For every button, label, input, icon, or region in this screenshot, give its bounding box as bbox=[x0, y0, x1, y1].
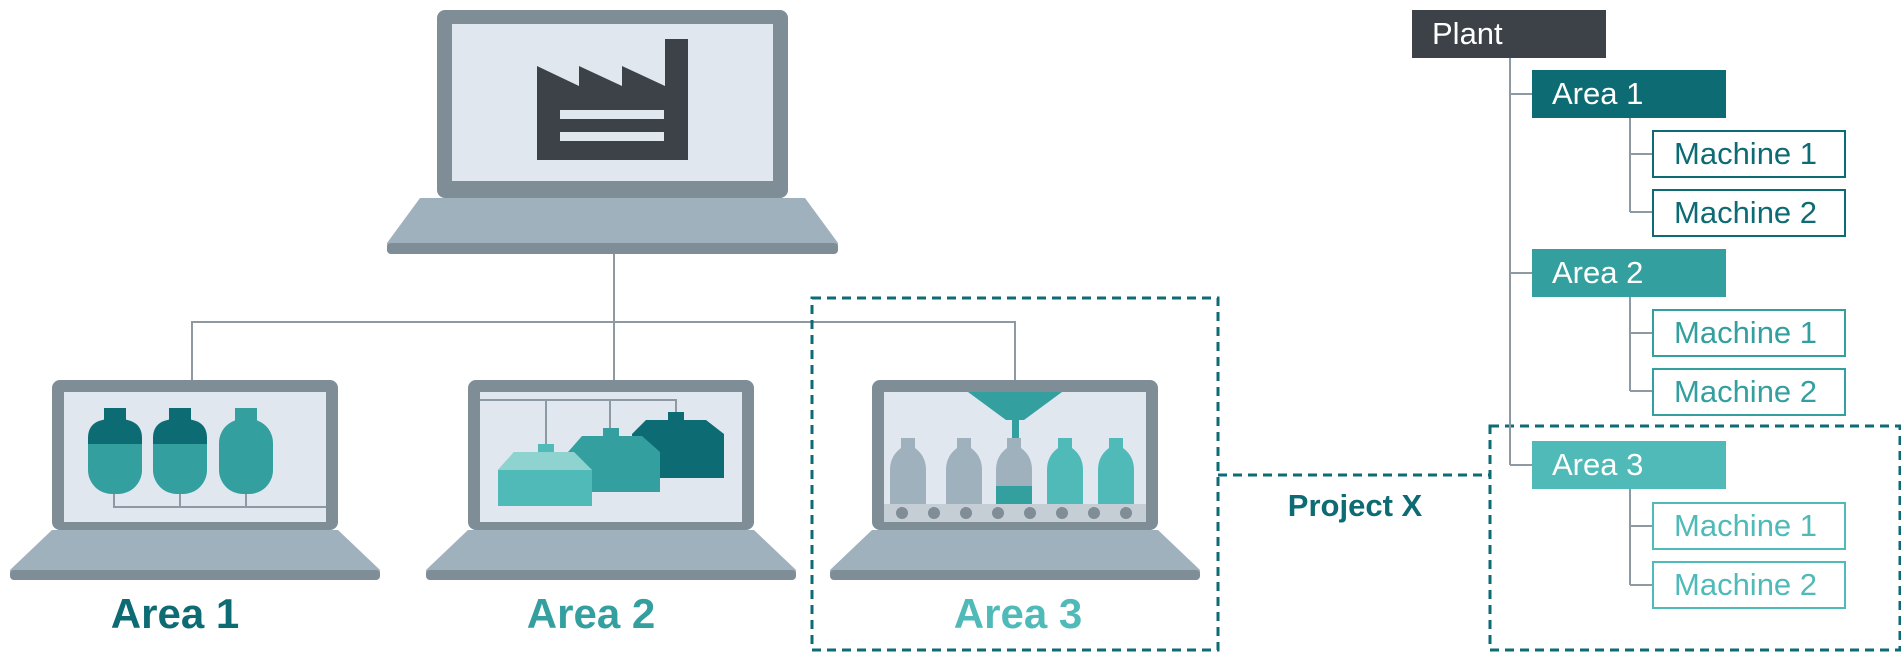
tree-area1-machine1-node: Machine 1 bbox=[1652, 130, 1846, 178]
tree-area3-node: Area 3 bbox=[1532, 441, 1726, 489]
area3-label: Area 3 bbox=[953, 590, 1083, 637]
tree-area3-machine2-node: Machine 2 bbox=[1652, 561, 1846, 609]
boxes-icon bbox=[480, 399, 724, 506]
tree-plant-node: Plant bbox=[1412, 10, 1606, 58]
project-x-frame bbox=[810, 296, 1901, 652]
tree-connectors bbox=[1509, 58, 1652, 586]
tree-area1-node: Area 1 bbox=[1532, 70, 1726, 118]
tree-area3-machine1-node: Machine 1 bbox=[1652, 502, 1846, 550]
tree-area1-machine2-node: Machine 2 bbox=[1652, 189, 1846, 237]
hierarchy-connectors bbox=[191, 254, 1016, 380]
main-laptop bbox=[387, 10, 838, 254]
bottling-line-icon bbox=[884, 392, 1146, 522]
area2-label: Area 2 bbox=[526, 590, 656, 637]
factory-icon bbox=[537, 39, 688, 160]
area1-label: Area 1 bbox=[110, 590, 240, 637]
tree-area2-machine2-node: Machine 2 bbox=[1652, 368, 1846, 416]
tree-area2-machine1-node: Machine 1 bbox=[1652, 309, 1846, 357]
tree-area2-node: Area 2 bbox=[1532, 249, 1726, 297]
tanks-icon bbox=[88, 408, 326, 508]
area2-laptop bbox=[426, 380, 796, 580]
area1-laptop bbox=[10, 380, 380, 580]
area3-laptop bbox=[830, 380, 1200, 580]
project-x-label: Project X bbox=[1287, 488, 1423, 523]
